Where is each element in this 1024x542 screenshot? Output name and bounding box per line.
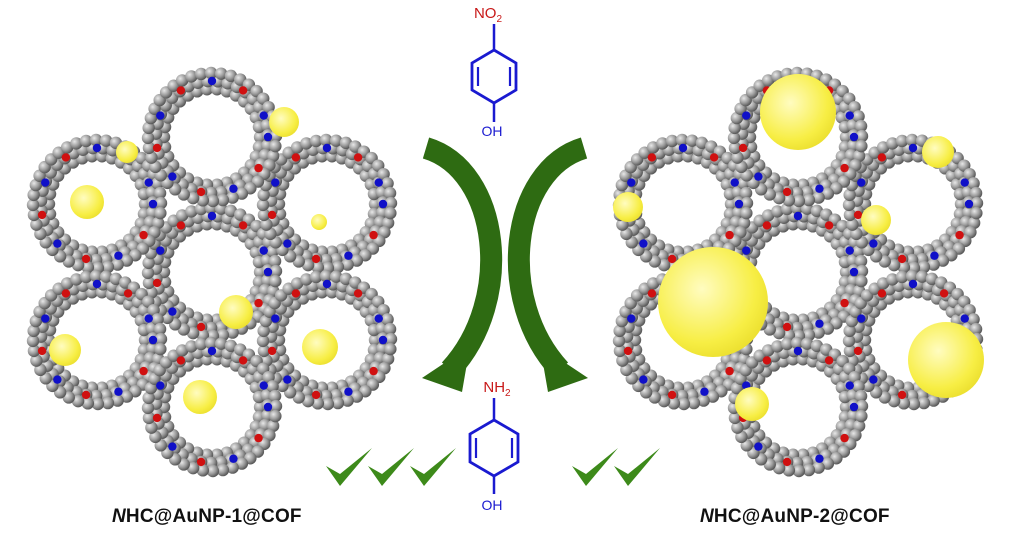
reactant-molecule: NO2 OH: [470, 5, 518, 139]
left-check-icon-1: [368, 448, 414, 486]
right-gold-nanoparticle-4: [658, 247, 768, 357]
left-gold-nanoparticle-7: [302, 329, 338, 365]
left-gold-nanoparticle-5: [49, 334, 81, 366]
benzene-ring-bottom: [468, 418, 520, 478]
hydroxyl-label-bottom: OH: [482, 497, 503, 513]
left-check-icon-0: [326, 448, 372, 486]
right-gold-nanoparticle-6: [735, 387, 769, 421]
right-gold-nanoparticle-2: [613, 192, 643, 222]
nitro-group-label: NO2: [474, 5, 503, 25]
right-label-italic: N: [700, 506, 714, 527]
left-cof-framework: [26, 66, 398, 478]
right-check-icon-1: [614, 448, 660, 486]
left-gold-nanoparticle-2: [269, 107, 299, 137]
left-check-icon-2: [410, 448, 456, 486]
left-gold-nanoparticle-8: [183, 380, 217, 414]
right-gold-nanoparticle-0: [760, 74, 836, 150]
right-pore-ring-0: [727, 201, 869, 343]
amino-group-label: NH2: [483, 379, 511, 399]
left-gold-nanoparticle-6: [219, 295, 253, 329]
left-label-rest: HC@AuNP-1@COF: [125, 506, 302, 527]
hydroxyl-label-top: OH: [482, 123, 503, 139]
product-molecule: NH2 OH: [468, 379, 520, 513]
left-gold-nanoparticle-3: [116, 141, 138, 163]
right-material-label: NHC@AuNP-2@COF: [700, 506, 890, 528]
right-cof-framework: [612, 66, 984, 478]
left-pore-ring-6: [141, 336, 283, 478]
curved-arrow-left: [422, 137, 503, 392]
left-label-italic: N: [112, 506, 126, 527]
right-gold-nanoparticle-3: [861, 205, 891, 235]
curved-arrow-right: [507, 137, 588, 392]
right-pore-ring-6: [727, 336, 869, 478]
left-material-label: NHC@AuNP-1@COF: [112, 506, 302, 528]
left-gold-nanoparticle-4: [311, 214, 327, 230]
left-pore-ring-2: [256, 133, 398, 275]
right-gold-nanoparticle-5: [908, 322, 984, 398]
left-pore-ring-1: [26, 133, 168, 275]
right-gold-nanoparticle-1: [922, 136, 954, 168]
right-checkmarks: [572, 448, 660, 486]
right-check-icon-0: [572, 448, 618, 486]
left-pore-ring-5: [141, 66, 283, 208]
left-gold-nanoparticle-0: [70, 185, 104, 219]
left-checkmarks: [326, 448, 456, 486]
right-label-rest: HC@AuNP-2@COF: [713, 506, 890, 527]
